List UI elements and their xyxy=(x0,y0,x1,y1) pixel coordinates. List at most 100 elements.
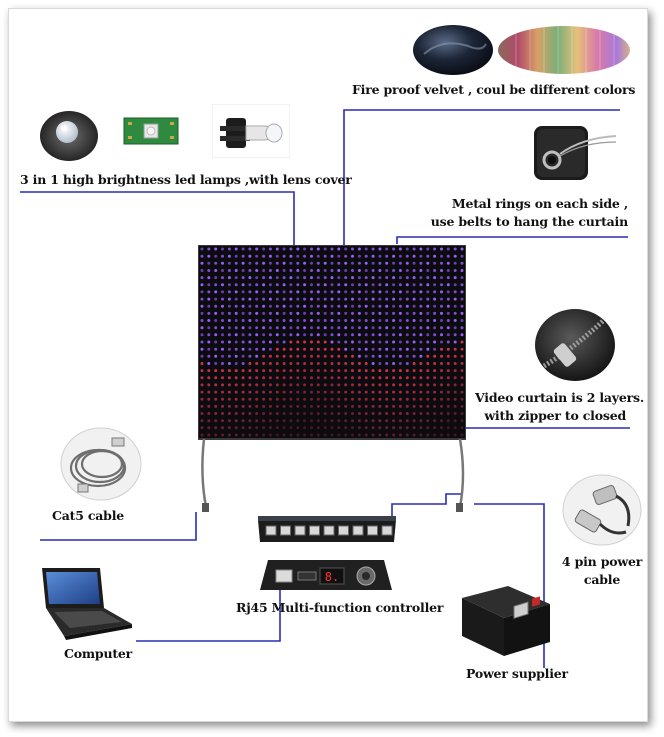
led-dot xyxy=(446,247,450,251)
led-dot xyxy=(316,290,320,294)
led-dot xyxy=(398,283,402,287)
led-dot xyxy=(351,311,354,315)
led-dot xyxy=(234,261,238,265)
led-dot xyxy=(460,333,464,337)
led-dot xyxy=(433,419,437,423)
led-dot xyxy=(303,269,307,272)
led-dot xyxy=(419,247,423,251)
led-dot xyxy=(323,269,327,272)
led-dot xyxy=(275,376,279,380)
led-dot xyxy=(282,269,286,272)
led-dot xyxy=(453,390,457,394)
led-dot xyxy=(378,397,382,401)
led-dot xyxy=(405,354,409,358)
led-dot xyxy=(241,347,245,351)
led-dot xyxy=(316,276,320,280)
led-dot xyxy=(412,254,416,258)
led-dot xyxy=(330,311,334,315)
led-dot xyxy=(412,269,416,272)
led-dot xyxy=(412,347,416,351)
led-dot xyxy=(275,283,279,287)
led-dot xyxy=(446,404,450,408)
led-dot xyxy=(323,433,327,437)
led-dot xyxy=(207,369,211,373)
cat5-cable-icon xyxy=(60,427,142,501)
led-dot xyxy=(453,311,457,315)
led-dot xyxy=(344,426,348,430)
led-dot xyxy=(433,276,437,280)
led-dot xyxy=(296,276,300,280)
led-dot xyxy=(337,297,341,301)
switch-port xyxy=(338,525,349,536)
led-dot xyxy=(398,276,402,280)
led-dot xyxy=(255,261,259,265)
led-dot xyxy=(316,404,320,408)
led-dot xyxy=(248,326,252,330)
led-dot xyxy=(262,397,266,401)
led-dot xyxy=(419,297,423,301)
led-dot xyxy=(241,354,245,358)
led-dot xyxy=(310,397,313,401)
led-dot xyxy=(398,390,402,394)
led-dot xyxy=(289,254,293,258)
led-dot xyxy=(426,304,430,308)
led-dot xyxy=(296,304,300,308)
led-dot xyxy=(241,326,245,330)
led-dot xyxy=(282,297,286,301)
led-dot xyxy=(378,333,382,337)
led-dot xyxy=(296,254,300,258)
led-dot xyxy=(351,319,354,322)
led-dot xyxy=(255,247,259,251)
led-dot xyxy=(440,412,443,415)
led-dot xyxy=(289,276,293,280)
led-dot xyxy=(337,311,341,315)
led-dot xyxy=(330,319,334,322)
led-dot xyxy=(412,412,416,415)
led-dot xyxy=(337,354,341,358)
led-dot xyxy=(460,269,464,272)
led-dot xyxy=(426,390,430,394)
led-dot xyxy=(357,269,361,272)
led-dot xyxy=(371,290,375,294)
led-dot xyxy=(364,397,368,401)
led-dot xyxy=(337,347,341,351)
switch-port xyxy=(367,525,378,536)
led-dot xyxy=(296,283,300,287)
led-dot xyxy=(357,376,361,380)
led-dot xyxy=(268,304,272,308)
led-dot xyxy=(316,319,320,322)
led-dot xyxy=(446,311,450,315)
led-dot xyxy=(303,254,307,258)
led-dot xyxy=(303,433,307,437)
led-dot xyxy=(289,390,293,394)
led-dot xyxy=(289,261,293,265)
led-dot xyxy=(255,283,259,287)
led-dot xyxy=(460,354,464,358)
led-dot xyxy=(385,412,389,415)
led-dot xyxy=(282,404,286,408)
led-dot xyxy=(446,276,450,280)
led-dot xyxy=(440,269,443,272)
led-dot xyxy=(357,347,361,351)
led-dot xyxy=(412,340,416,344)
led-dot xyxy=(440,383,443,387)
led-dot xyxy=(351,247,354,251)
led-dot xyxy=(378,404,382,408)
led-dot xyxy=(392,311,396,315)
led-dot xyxy=(234,433,238,437)
led-dot xyxy=(234,304,238,308)
led-dot xyxy=(262,390,266,394)
led-dot xyxy=(351,369,354,373)
led-dot xyxy=(385,426,389,430)
led-dot xyxy=(453,362,457,365)
led-dot xyxy=(268,297,272,301)
led-dot xyxy=(453,412,457,415)
led-dot xyxy=(460,412,464,415)
led-dot xyxy=(227,426,231,430)
led-dot xyxy=(207,397,211,401)
led-dot xyxy=(255,269,259,272)
led-dot xyxy=(296,247,300,251)
led-dot xyxy=(310,433,313,437)
led-dot xyxy=(241,390,245,394)
led-dot xyxy=(351,340,354,344)
